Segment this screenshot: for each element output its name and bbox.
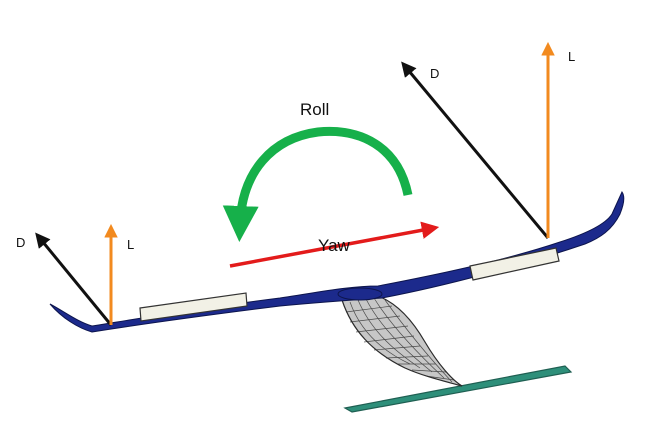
left-lift-label: L [127, 237, 134, 252]
right-drag-label: D [430, 66, 439, 81]
wing-root [337, 287, 383, 301]
right-drag-arrow [401, 61, 550, 239]
left-pontoon [139, 292, 248, 322]
roll-arrow [222, 126, 413, 242]
right-lift-label: L [568, 49, 575, 64]
yaw-arrow [229, 221, 440, 268]
right-pontoon [469, 247, 560, 281]
left-drag-label: D [16, 235, 25, 250]
left-drag-arrow [35, 232, 113, 326]
mast-mesh [341, 295, 463, 387]
fin-board [343, 365, 573, 413]
roll-label: Roll [300, 100, 329, 119]
yaw-label: Yaw [318, 236, 351, 255]
